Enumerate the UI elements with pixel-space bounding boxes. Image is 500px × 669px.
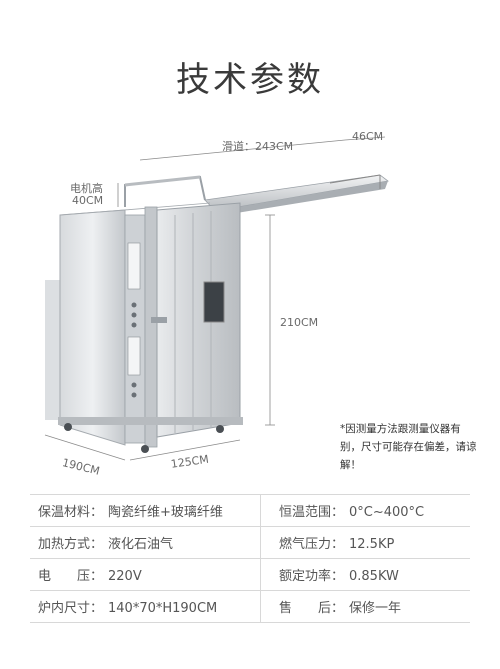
spec-value: 220V — [108, 569, 142, 584]
spec-label: 电 压： — [38, 569, 104, 584]
front-frame — [144, 206, 158, 448]
spec-row: 保温材料： 陶瓷纤维+玻璃纤维 恒温范围： 0°C~400°C — [30, 494, 470, 527]
spec-label: 售 后： — [279, 601, 345, 616]
spec-value: 液化石油气 — [108, 537, 174, 552]
page-title: 技术参数 — [176, 60, 324, 100]
spec-value: 0°C~400°C — [349, 505, 425, 520]
spec-label: 炉内尺寸： — [38, 601, 104, 616]
measurement-note: *因测量方法跟测量仪器有别，尺寸可能存在偏差，请谅解！ — [340, 423, 477, 471]
motor-height-label: 电机高 — [70, 182, 103, 195]
motor-height-value: 40CM — [72, 194, 104, 207]
spec-value: 0.85KW — [349, 569, 399, 584]
height-dimension: 210CM — [280, 316, 319, 329]
spec-row: 加热方式： 液化石油气 燃气压力： 12.5KP — [30, 526, 470, 559]
spec-value: 12.5KP — [349, 537, 395, 552]
spec-cell: 燃气压力： 12.5KP — [260, 526, 470, 559]
spec-cell: 售 后： 保修一年 — [260, 590, 470, 623]
oven-base — [58, 417, 243, 425]
wheel — [64, 423, 72, 431]
spec-row: 电 压： 220V 额定功率： 0.85KW — [30, 558, 470, 591]
spec-label: 保温材料： — [38, 505, 104, 520]
rail-dimension: 滑道：243CM — [222, 140, 294, 153]
spec-value: 保修一年 — [349, 601, 402, 616]
spec-value: 陶瓷纤维+玻璃纤维 — [108, 505, 223, 520]
dimension-lines — [44, 136, 386, 461]
spec-cell: 炉内尺寸： 140*70*H190CM — [30, 590, 261, 623]
oven-top — [59, 202, 211, 216]
door-window — [203, 281, 225, 323]
spec-value: 140*70*H190CM — [108, 601, 218, 616]
spec-label: 恒温范围： — [279, 505, 345, 520]
spec-cell: 保温材料： 陶瓷纤维+玻璃纤维 — [30, 494, 261, 527]
spec-label: 额定功率： — [279, 569, 345, 584]
spec-label: 加热方式： — [38, 537, 104, 552]
rail-end-dimension: 46CM — [352, 130, 384, 143]
spec-cell: 恒温范围： 0°C~400°C — [260, 494, 470, 527]
wheel — [216, 425, 224, 433]
spec-row: 炉内尺寸： 140*70*H190CM 售 后： 保修一年 — [30, 590, 470, 623]
spec-cell: 额定功率： 0.85KW — [260, 558, 470, 591]
oven-door — [156, 202, 241, 438]
spec-cell: 电 压： 220V — [30, 558, 261, 591]
oven-illustration — [44, 136, 389, 461]
spec-label: 燃气压力： — [279, 537, 345, 552]
spec-table: 保温材料： 陶瓷纤维+玻璃纤维 恒温范围： 0°C~400°C 加热方式： 液化石油气… — [30, 494, 470, 623]
wheel — [141, 445, 149, 453]
oven-side — [59, 209, 126, 446]
spec-cell: 加热方式： 液化石油气 — [30, 526, 261, 559]
